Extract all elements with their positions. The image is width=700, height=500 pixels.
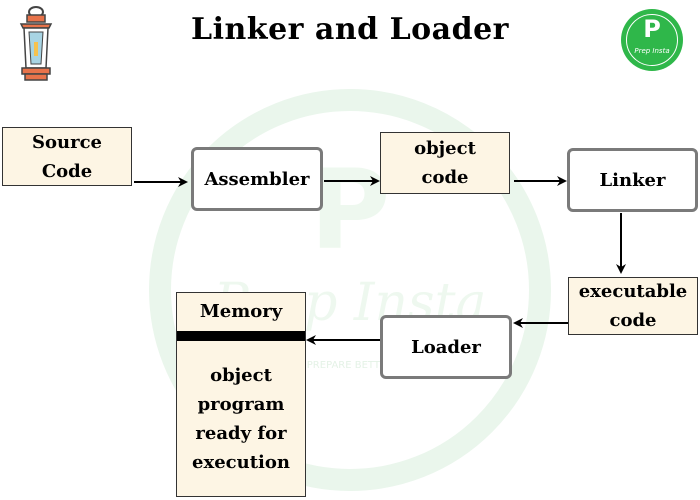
memory-contents: object program ready for execution — [177, 361, 305, 477]
source-code-line1: Source — [32, 131, 102, 153]
object-code-line1: object — [414, 138, 476, 159]
loader-label: Loader — [411, 336, 481, 358]
memory-line4: execution — [192, 452, 290, 473]
executable-code-line2: code — [609, 310, 657, 331]
source-code-box: Source Code — [2, 127, 132, 186]
object-code-box: object code — [380, 132, 510, 194]
logo-text: Prep Insta — [634, 47, 670, 55]
linker-box: Linker — [567, 148, 698, 212]
memory-line3: ready for — [195, 423, 287, 444]
logo-ring — [626, 14, 678, 66]
source-code-line2: Code — [41, 160, 93, 182]
memory-line2: program — [197, 394, 285, 415]
memory-label: Memory — [199, 301, 283, 322]
executable-code-box: executable code — [568, 277, 698, 335]
prepinsta-logo: P Prep Insta — [621, 9, 683, 71]
watermark-tagline: PREPARE BETTER — [307, 360, 394, 371]
assembler-box: Assembler — [191, 147, 323, 211]
diagram-title: Linker and Loader — [190, 12, 509, 47]
logo-letter: P — [643, 15, 661, 43]
assembler-label: Assembler — [204, 168, 310, 190]
memory-divider — [177, 331, 305, 341]
object-code-line2: code — [421, 167, 469, 188]
loader-box: Loader — [380, 315, 512, 379]
memory-line1: object — [210, 365, 272, 386]
linker-label: Linker — [599, 169, 666, 191]
executable-code-line1: executable — [578, 281, 688, 302]
watermark-letter: P — [310, 146, 391, 274]
memory-box: Memory object program ready for executio… — [176, 292, 306, 497]
lantern-icon — [19, 6, 53, 81]
